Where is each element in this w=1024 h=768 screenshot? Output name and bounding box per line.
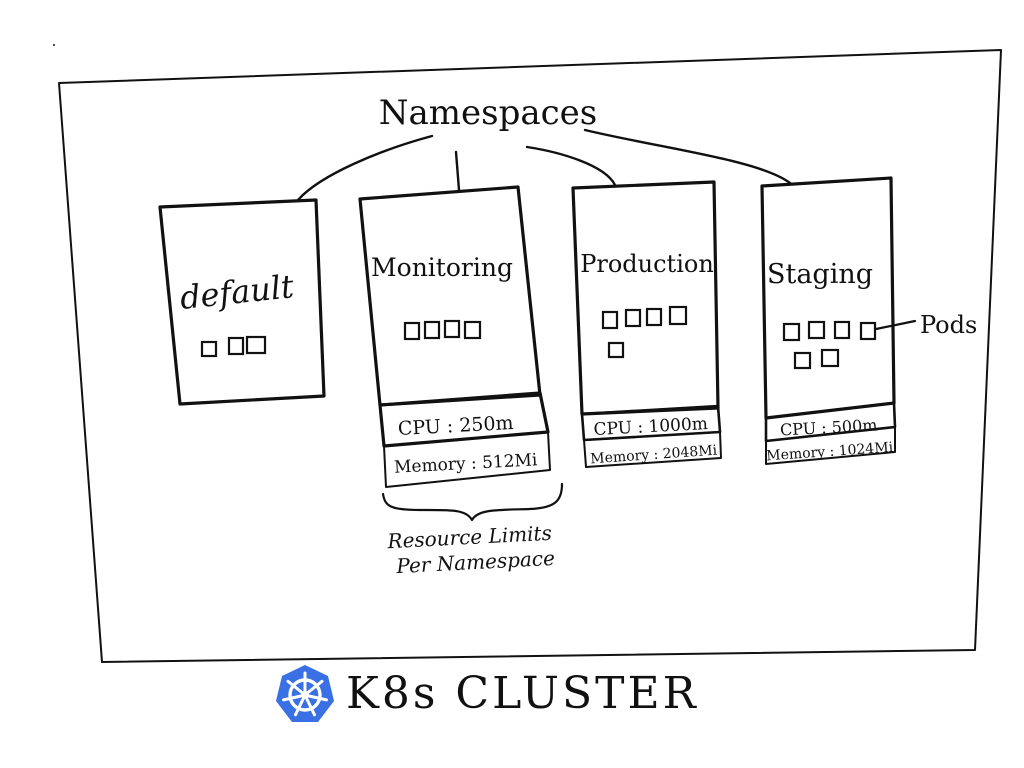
resource-brace xyxy=(381,482,564,522)
pod-group xyxy=(782,320,877,370)
namespace-monitoring: Monitoring CPU : 250m Memory : 512Mi xyxy=(358,185,551,488)
pod-group xyxy=(403,319,482,341)
pod-group xyxy=(601,305,688,359)
cluster-boundary xyxy=(58,49,1002,663)
namespace-default: default xyxy=(158,198,326,406)
namespace-label: Staging xyxy=(767,259,873,290)
cpu-limit: CPU : 500m xyxy=(780,415,878,439)
connector-production xyxy=(525,145,617,187)
namespace-label: default xyxy=(178,267,296,317)
cluster-label: K8s CLUSTER xyxy=(346,668,699,719)
connector-default xyxy=(296,134,434,202)
namespace-staging: Staging CPU : 500m Memory : 1024Mi xyxy=(760,176,897,465)
kubernetes-helm-icon xyxy=(276,665,334,722)
diagram-title: Namespaces xyxy=(379,93,597,133)
pods-label: Pods xyxy=(920,311,977,339)
namespace-production: Production CPU : 1000m Memory : 2048Mi xyxy=(571,180,722,468)
pods-pointer xyxy=(874,319,917,331)
pen-dot xyxy=(53,44,55,46)
connector-monitoring xyxy=(454,150,461,192)
namespace-label: Monitoring xyxy=(371,253,513,282)
pod-group xyxy=(200,335,267,358)
memory-limit: Memory : 2048Mi xyxy=(590,443,718,468)
namespace-label: Production xyxy=(580,250,714,278)
memory-limit: Memory : 1024Mi xyxy=(766,440,894,465)
connector-staging xyxy=(583,128,792,185)
